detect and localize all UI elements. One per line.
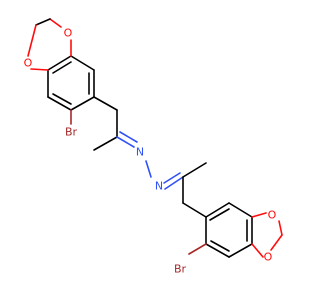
- bond: [52, 93, 72, 105]
- bottom-benzodioxole: [163, 162, 283, 258]
- bond: [164, 176, 184, 190]
- bond: [163, 172, 181, 184]
- bond: [270, 234, 283, 251]
- nitrogen-label: N: [155, 180, 163, 193]
- bond: [205, 202, 230, 218]
- bond: [70, 96, 95, 111]
- canvas-background: [0, 0, 300, 300]
- nitrogen-label: N: [136, 146, 144, 159]
- bond: [251, 243, 264, 258]
- bond: [188, 243, 207, 255]
- bond: [52, 61, 72, 74]
- bond: [27, 24, 37, 57]
- bond: [70, 55, 95, 71]
- bond: [47, 55, 72, 71]
- oxygen-label: O: [64, 27, 73, 40]
- bond: [205, 243, 230, 258]
- bromine-label: Br: [65, 126, 78, 139]
- bond: [210, 240, 230, 252]
- bond: [209, 208, 230, 221]
- bond: [228, 243, 253, 258]
- bond: [116, 136, 135, 148]
- bond: [47, 96, 72, 111]
- structure-canvas: O O Br N N Br O O: [0, 0, 300, 300]
- bond: [35, 18, 51, 26]
- bond: [278, 220, 283, 236]
- bond: [93, 96, 118, 111]
- bond: [182, 162, 207, 178]
- oxygen-label: O: [268, 209, 277, 222]
- bond: [49, 18, 62, 28]
- bromine-label: Br: [174, 263, 187, 276]
- bond: [145, 160, 152, 178]
- bond: [119, 131, 138, 143]
- top-benzodioxole: [27, 18, 152, 178]
- bond: [228, 202, 253, 218]
- bond: [182, 202, 207, 218]
- bond: [251, 212, 267, 218]
- bond: [30, 68, 49, 71]
- oxygen-label: O: [24, 57, 33, 70]
- oxygen-label: O: [264, 251, 273, 264]
- bond: [93, 136, 118, 151]
